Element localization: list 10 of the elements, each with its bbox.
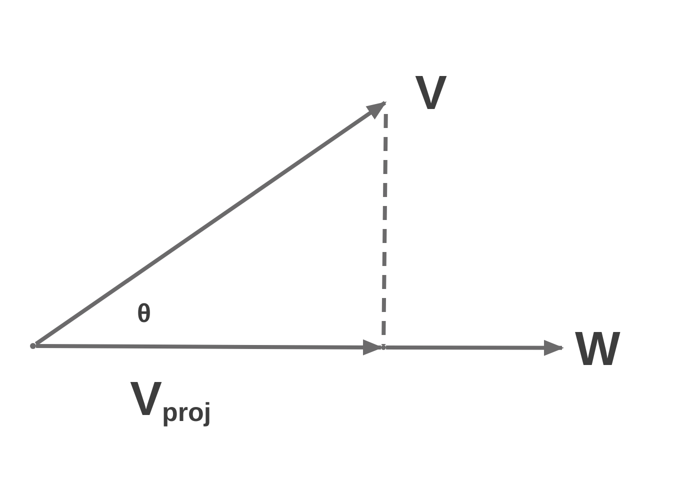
arrow: [386, 340, 564, 356]
dashed-line: [382, 114, 388, 346]
vector-point: [30, 343, 36, 349]
edge-label: V$_{proj}$: [130, 372, 212, 428]
angle-label: θ: [137, 298, 152, 329]
arrow: [34, 101, 387, 346]
vector-point: [381, 345, 386, 350]
vector-label: W: [575, 326, 620, 374]
arrow: [36, 339, 383, 356]
vector-label: V: [415, 70, 448, 118]
